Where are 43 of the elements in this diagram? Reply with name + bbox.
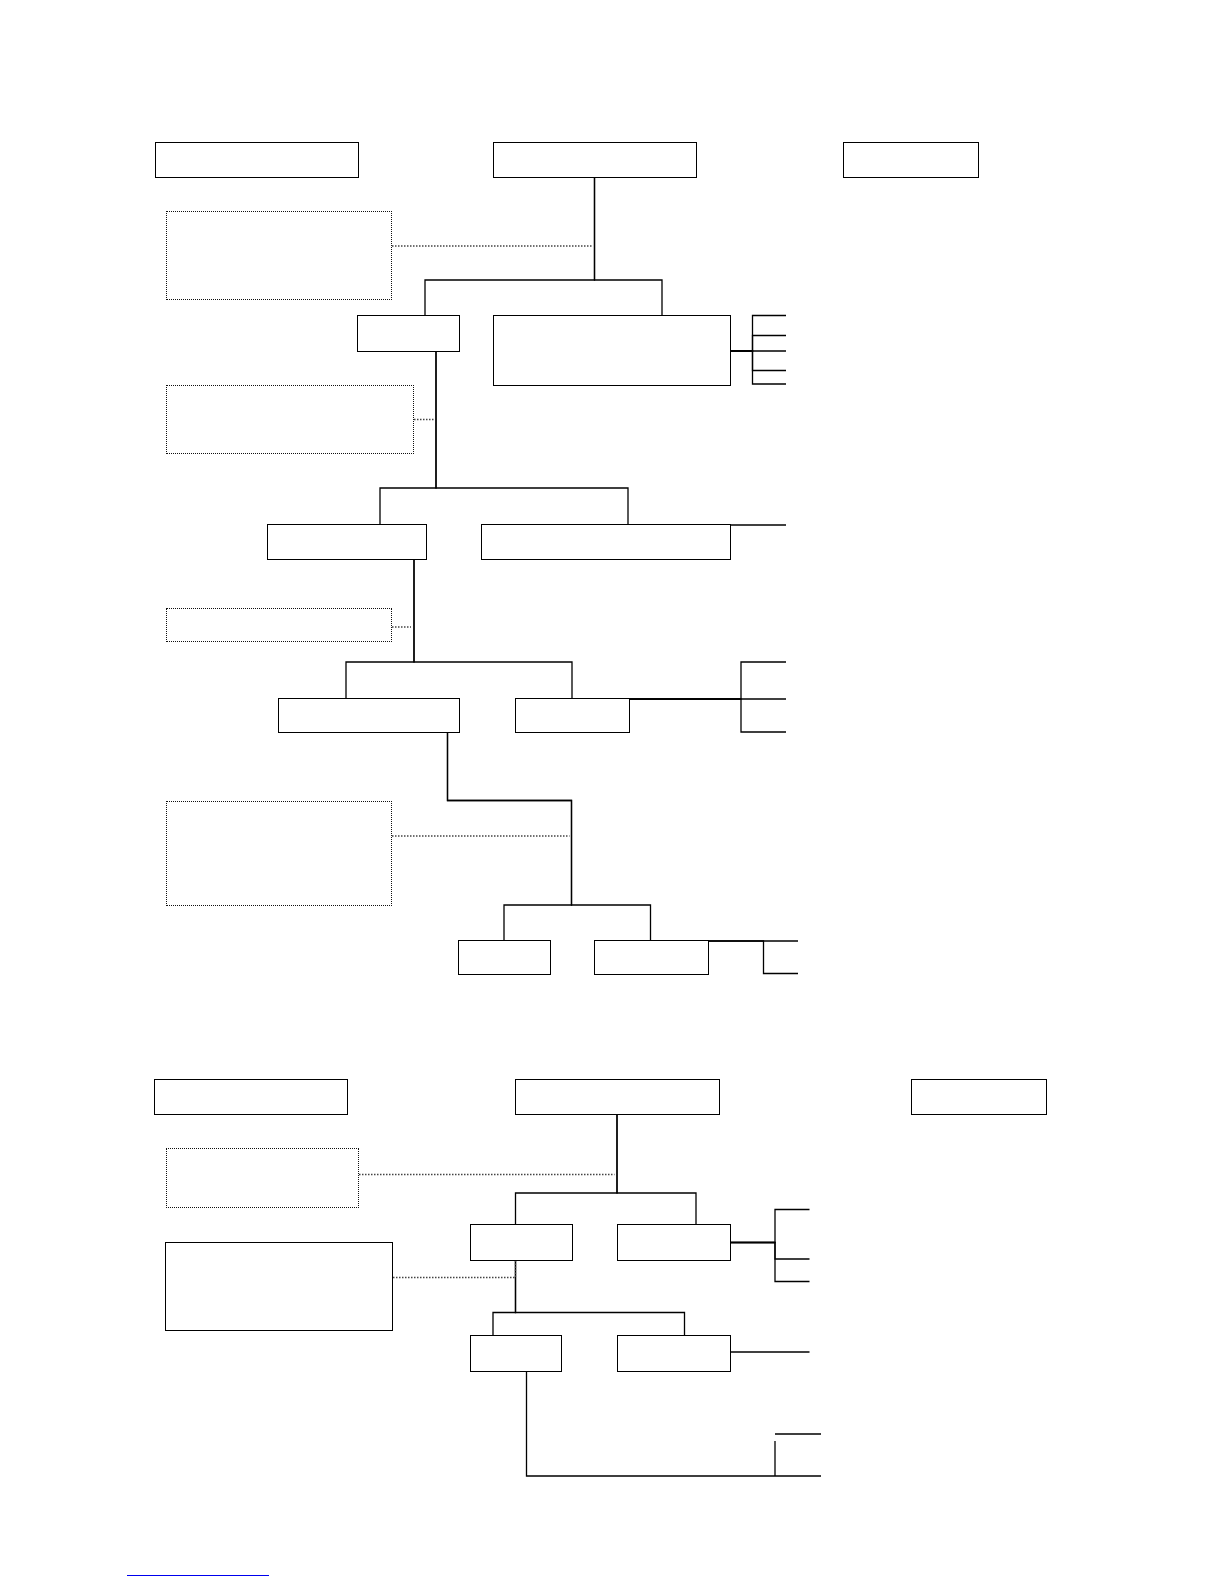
blank-frame (470, 1335, 562, 1372)
connector-line (629, 698, 787, 733)
connector-line (435, 351, 629, 525)
blank-frame (493, 315, 731, 386)
blank-frame (911, 1079, 1047, 1115)
leader-line (391, 626, 412, 628)
connector-line (446, 732, 652, 941)
blank-frame (470, 1224, 573, 1261)
blank-frame (267, 524, 427, 560)
dotted-note-frame (166, 211, 392, 300)
connector-line (730, 524, 787, 526)
connector-line (730, 1241, 811, 1283)
leader-line (391, 835, 571, 837)
blank-frame (493, 142, 697, 178)
blank-frame (481, 524, 731, 560)
blank-frame (843, 142, 979, 178)
connector-line (708, 940, 799, 975)
connector-line (593, 177, 663, 316)
blank-frame (594, 940, 709, 975)
dotted-note-frame (166, 385, 414, 454)
leader-line (392, 1260, 517, 1279)
blank-frame (617, 1335, 731, 1372)
blank-frame (617, 1224, 731, 1261)
connector-line (730, 350, 787, 385)
dotted-note-frame (166, 1148, 359, 1208)
blank-frame (515, 1079, 720, 1115)
blank-frame (458, 940, 551, 975)
connector-line (413, 559, 573, 699)
dotted-note-frame (166, 801, 392, 906)
blank-frame (515, 698, 630, 733)
dotted-note-frame (166, 608, 392, 642)
leader-line (358, 1173, 616, 1176)
connector-line (616, 1114, 697, 1225)
blank-frame (154, 1079, 348, 1115)
connector-line (514, 1260, 686, 1336)
blank-frame (155, 142, 359, 178)
leader-line (391, 245, 593, 247)
connector-line (525, 1371, 822, 1477)
blank-frame (357, 315, 460, 352)
connector-line (730, 1351, 811, 1353)
leader-line (413, 418, 435, 421)
blank-frame (278, 698, 460, 733)
blank-frame (165, 1242, 393, 1331)
